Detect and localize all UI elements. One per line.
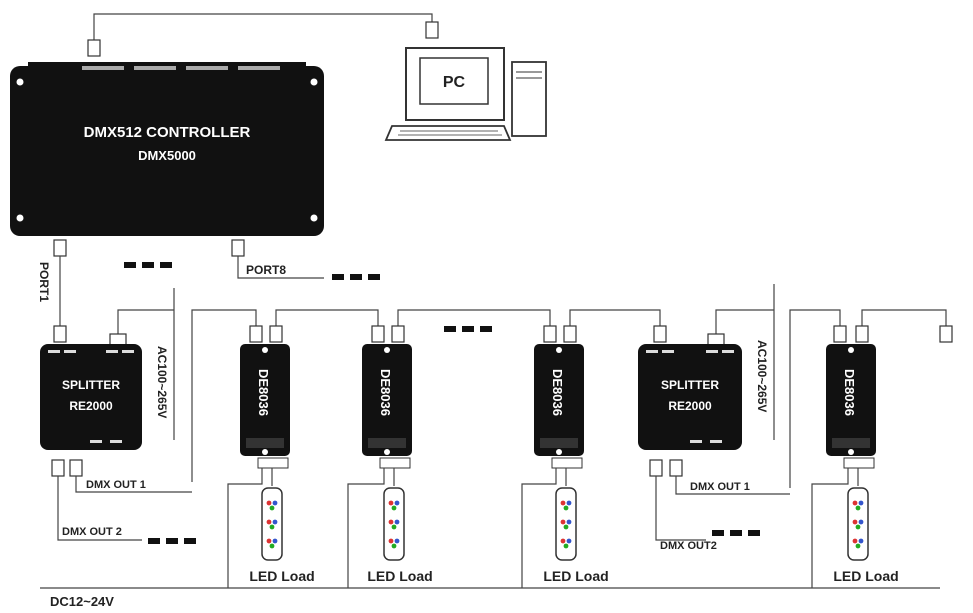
splitter1-model: RE2000	[69, 399, 113, 413]
decoder3-in-plug	[543, 325, 557, 343]
splitter2-in-plug	[653, 325, 667, 343]
chain-end-plug	[939, 325, 953, 343]
decoder2-outputs	[347, 457, 411, 588]
controller-usb-plug	[87, 39, 101, 57]
more-ports-ellipsis	[124, 262, 172, 268]
splitter1-out2-label: DMX OUT 2	[62, 526, 122, 538]
splitter1-ac-wire	[117, 309, 174, 336]
decoder2-box	[362, 344, 412, 456]
pc-label: PC	[443, 74, 466, 91]
splitter1-out1-plug	[51, 459, 65, 477]
splitter2-model: RE2000	[668, 399, 712, 413]
port8-label: PORT8	[246, 263, 286, 277]
dmx-chain-1	[191, 309, 257, 482]
dmx-chain-4	[569, 309, 661, 326]
splitter1-out2-wire	[57, 476, 142, 541]
decoder4-outputs	[811, 457, 875, 588]
dc-supply-label: DC12~24V	[50, 594, 114, 609]
out2-ellipsis-2	[712, 530, 760, 536]
led-load-label-4: LED Load	[833, 568, 898, 584]
controller-title: DMX512 CONTROLLER	[84, 124, 251, 141]
out2-ellipsis-1	[148, 538, 196, 544]
decoder2-model: DE8036	[378, 369, 393, 416]
splitter1-in-plug	[53, 325, 67, 343]
splitter2-out1-label: DMX OUT 1	[690, 481, 750, 493]
port1-label: PORT1	[37, 262, 51, 302]
decoder1-box	[240, 344, 290, 456]
splitter2-out2-plug	[669, 459, 683, 477]
splitter1-out1-label: DMX OUT 1	[86, 479, 146, 491]
decoder3-out-plug	[563, 325, 577, 343]
splitter2-title: SPLITTER	[661, 378, 719, 392]
led-load-label-3: LED Load	[543, 568, 608, 584]
led-strip-3	[555, 487, 577, 561]
splitter1-out2-plug	[69, 459, 83, 477]
port1-plug	[53, 239, 67, 257]
decoder2-in-plug	[371, 325, 385, 343]
led-strip-4	[847, 487, 869, 561]
splitter2-out1-plug	[649, 459, 663, 477]
splitter2-out1-wire	[675, 476, 790, 495]
controller-model: DMX5000	[138, 148, 196, 163]
splitter2-out2-label: DMX OUT2	[660, 540, 717, 552]
dmx-chain-5	[789, 309, 841, 488]
dmx-chain-6	[861, 309, 947, 326]
splitter2-box	[638, 344, 742, 450]
decoder2-out-plug	[391, 325, 405, 343]
splitter1-box	[40, 344, 142, 450]
splitter1-power-label: AC100~265V	[155, 346, 169, 418]
pc-icon	[384, 47, 547, 141]
decoder1-outputs	[227, 457, 289, 588]
port8-ellipsis	[332, 274, 380, 280]
decoder1-out-plug	[269, 325, 283, 343]
decoder1-model: DE8036	[256, 369, 271, 416]
decoder3-outputs	[521, 457, 583, 588]
dmx-chain-2	[275, 309, 379, 326]
port8-wire	[237, 256, 324, 279]
splitter2-power-label: AC100~265V	[755, 340, 769, 412]
splitter2-ac-wire	[715, 309, 774, 336]
port8-plug	[231, 239, 245, 257]
splitter2-out2-wire	[655, 476, 706, 541]
led-load-label-2: LED Load	[367, 568, 432, 584]
splitter1-title: SPLITTER	[62, 378, 120, 392]
chain-ellipsis	[444, 326, 492, 332]
dmx-chain-3	[397, 309, 551, 326]
controller-box	[10, 62, 324, 236]
splitter1-out1-wire	[75, 476, 192, 493]
pc-link-wire	[93, 13, 433, 42]
led-strip-2	[383, 487, 405, 561]
decoder1-in-plug	[249, 325, 263, 343]
led-strip-1	[261, 487, 283, 561]
decoder4-box	[826, 344, 876, 456]
decoder3-box	[534, 344, 584, 456]
pc-usb-plug	[425, 21, 439, 39]
decoder3-model: DE8036	[550, 369, 565, 416]
led-load-label-1: LED Load	[249, 568, 314, 584]
decoder4-model: DE8036	[842, 369, 857, 416]
decoder4-out-plug	[855, 325, 869, 343]
decoder4-in-plug	[833, 325, 847, 343]
